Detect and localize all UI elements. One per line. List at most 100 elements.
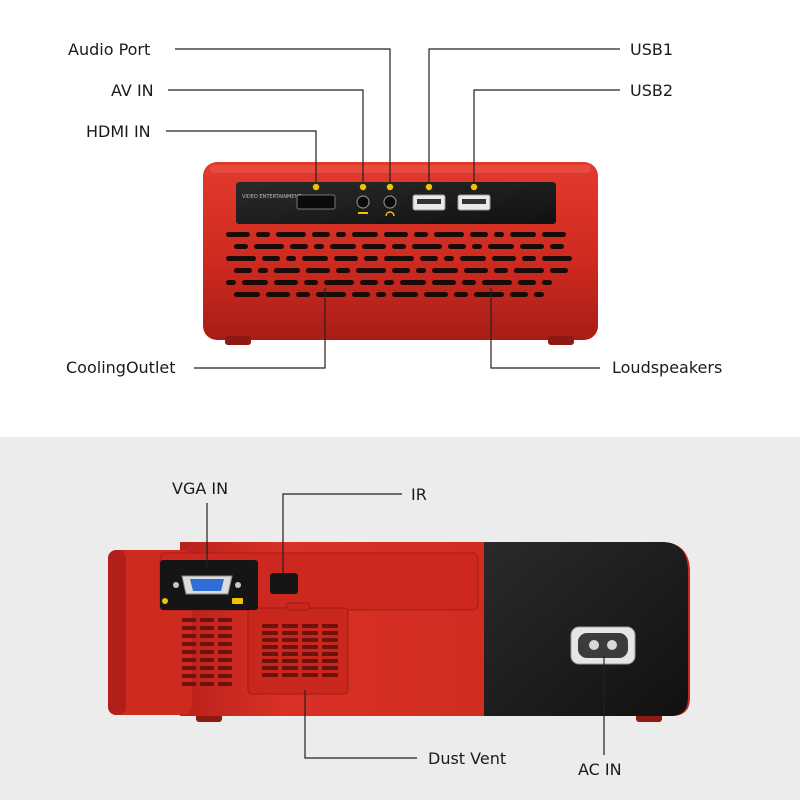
leader-usb2 <box>473 89 620 184</box>
leader-ir <box>282 493 402 574</box>
label-audio-port: Audio Port <box>68 40 150 59</box>
vent-slot <box>542 256 572 261</box>
vga-screw-right <box>235 582 241 588</box>
dust-vent-slot <box>282 624 298 628</box>
vent-slot <box>314 244 324 249</box>
front-grille-slot <box>200 626 214 630</box>
vent-slot <box>266 292 290 297</box>
front-grille-slot <box>182 626 196 630</box>
vent-slot <box>306 268 330 273</box>
dust-vent-slot <box>322 645 338 649</box>
front-grille-slot <box>182 618 196 622</box>
dust-vent-slot <box>262 631 278 635</box>
dust-vent-slot <box>262 673 278 677</box>
leader-dust-vent <box>304 690 417 759</box>
front-grille-slot <box>200 618 214 622</box>
dust-vent-slot <box>322 673 338 677</box>
front-grille-slot <box>200 666 214 670</box>
vent-slot <box>474 292 504 297</box>
dust-vent-slot <box>262 638 278 642</box>
vent-slot <box>460 256 486 261</box>
usb2-tongue <box>462 199 486 204</box>
vent-slot <box>254 244 284 249</box>
label-loudspeakers: Loudspeakers <box>612 358 722 377</box>
vent-slot <box>482 280 512 285</box>
vent-slot <box>296 292 310 297</box>
vent-slot <box>336 232 346 237</box>
ac-pin-left <box>589 640 599 650</box>
vent-slot <box>242 280 268 285</box>
dust-vent-slot <box>322 631 338 635</box>
dust-vent-slot <box>262 659 278 663</box>
dust-vent-slot <box>262 624 278 628</box>
vent-slot <box>376 292 386 297</box>
leader-usb1 <box>428 48 620 184</box>
vent-slot <box>226 280 236 285</box>
front-grille-slot <box>218 618 232 622</box>
vent-slot <box>302 256 328 261</box>
dust-vent-slot <box>282 659 298 663</box>
vent-slot <box>234 244 248 249</box>
label-ac-in: AC IN <box>578 760 622 779</box>
vent-slot <box>520 244 544 249</box>
leader-av-in <box>168 89 364 184</box>
label-av-in: AV IN <box>111 81 154 100</box>
vent-slot <box>412 244 442 249</box>
vent-slot <box>416 268 426 273</box>
vent-slot <box>472 244 482 249</box>
front-block-shade <box>108 550 126 715</box>
bottom-view: VGA IN IR Dust Vent AC IN <box>108 479 690 779</box>
vent-slot <box>454 292 468 297</box>
vent-slot <box>286 256 296 261</box>
dust-vent-slot <box>282 666 298 670</box>
vent-slot <box>362 244 386 249</box>
foot-right <box>548 336 574 345</box>
vent-slot <box>432 280 456 285</box>
vent-slot <box>334 256 358 261</box>
dust-vent-slot <box>302 666 318 670</box>
front-grille-slot <box>218 658 232 662</box>
dust-vent-slot <box>282 638 298 642</box>
vent-slot <box>234 268 252 273</box>
vent-slot <box>312 232 330 237</box>
vent-slot <box>448 244 466 249</box>
label-hdmi-in: HDMI IN <box>86 122 151 141</box>
ac-socket-inner <box>578 633 628 658</box>
vent-slot <box>514 268 544 273</box>
label-cooling-outlet: CoolingOutlet <box>66 358 176 377</box>
vent-slot <box>494 232 504 237</box>
hdmi-port <box>296 194 336 210</box>
audio-dot <box>386 183 394 191</box>
vent-slot <box>542 280 552 285</box>
dust-vent-slot <box>302 652 318 656</box>
vent-slot <box>510 292 528 297</box>
vent-slot <box>304 280 318 285</box>
vent-slot <box>330 244 356 249</box>
front-grille-slot <box>182 674 196 678</box>
vent-slot <box>262 256 280 261</box>
front-grille-slot <box>218 666 232 670</box>
label-dust-vent: Dust Vent <box>428 749 506 768</box>
dust-vent-slot <box>302 638 318 642</box>
av-jack <box>356 195 370 209</box>
dust-vent-slot <box>282 645 298 649</box>
vent-slot <box>470 232 488 237</box>
dust-cover-tab <box>286 602 310 611</box>
headphone-glyph <box>385 211 395 217</box>
vent-slot <box>384 280 394 285</box>
vent-slot <box>534 292 544 297</box>
front-grille-slot <box>218 682 232 686</box>
vent-slot <box>550 244 564 249</box>
vent-slot <box>432 268 458 273</box>
vent-slot <box>444 256 454 261</box>
leader-audio-port <box>175 48 391 184</box>
front-grille-slot <box>200 650 214 654</box>
dust-vent-slot <box>302 659 318 663</box>
front-grille-slot <box>200 682 214 686</box>
label-vga-in: VGA IN <box>172 479 228 498</box>
front-grille-slot <box>200 642 214 646</box>
vent-slot <box>256 232 270 237</box>
dust-cover <box>247 607 349 695</box>
